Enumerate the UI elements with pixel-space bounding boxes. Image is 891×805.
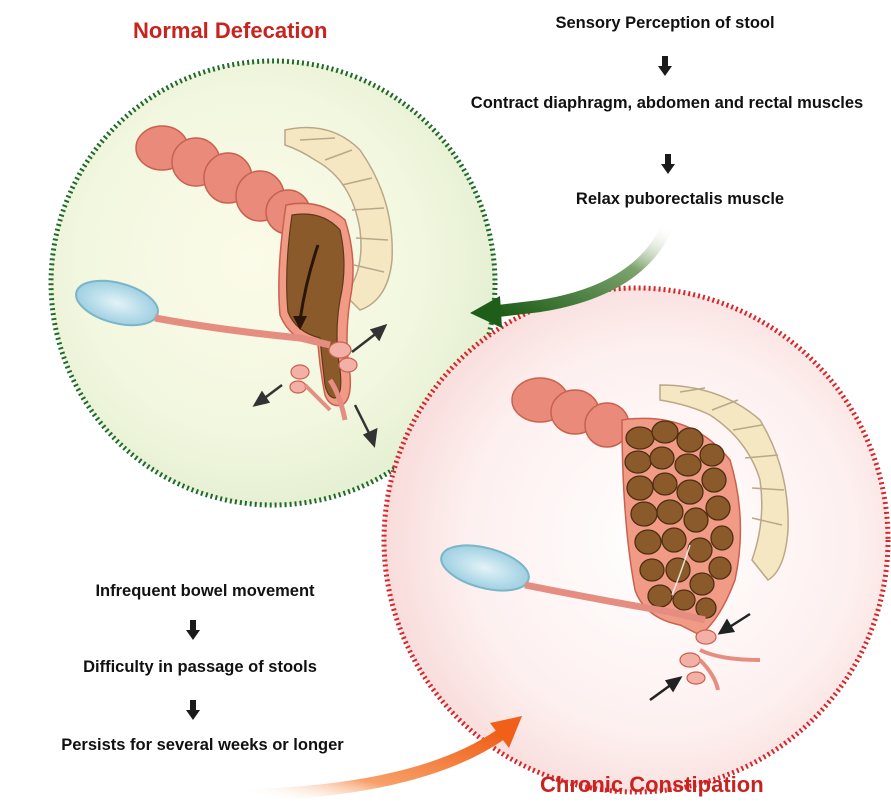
chronic-constipation-title: Chronic Constipation: [540, 772, 764, 798]
constipation-step-1: Infrequent bowel movement: [40, 582, 370, 601]
down-arrow-icon: [660, 56, 670, 78]
normal-step-1: Sensory Perception of stool: [500, 14, 830, 33]
constipation-step-2: Difficulty in passage of stools: [25, 658, 375, 677]
normal-step-3: Relax puborectalis muscle: [520, 190, 840, 209]
constipation-step-3: Persists for several weeks or longer: [5, 736, 400, 755]
down-arrow-icon: [188, 620, 198, 642]
down-arrow-icon: [663, 154, 673, 176]
down-arrow-icon: [188, 700, 198, 722]
normal-step-2: Contract diaphragm, abdomen and rectal m…: [462, 94, 872, 113]
normal-defecation-title: Normal Defecation: [133, 18, 327, 44]
constipation-panel: [384, 288, 888, 792]
